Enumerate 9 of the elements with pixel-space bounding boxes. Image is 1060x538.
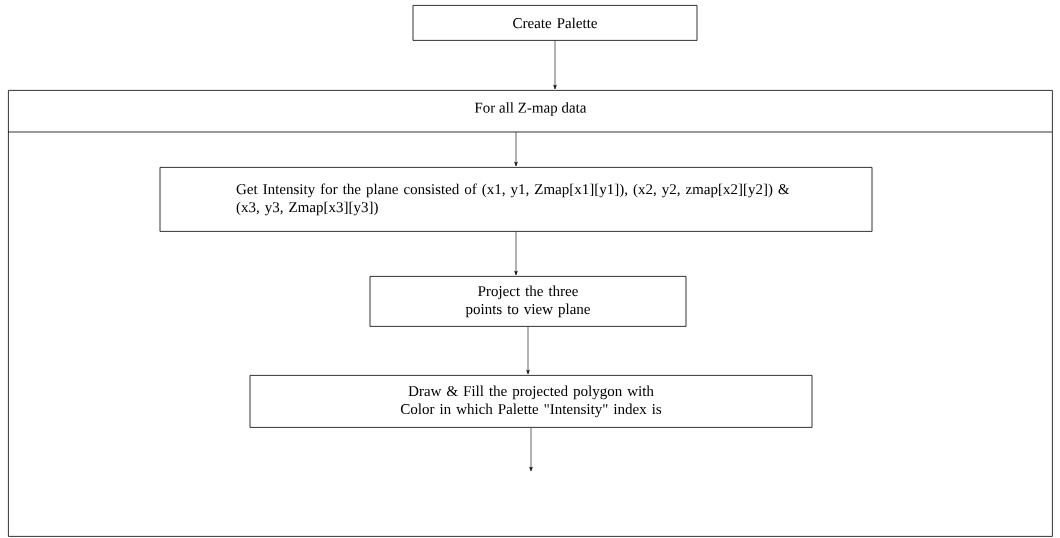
process-box: Draw & Fill the projected polygon with Color in which Palette "Intensity" index is: [249, 375, 813, 428]
process-box: Project the three points to view plane: [369, 276, 687, 327]
process-box: Create Palette: [412, 5, 698, 41]
arrow: [514, 231, 518, 276]
arrow: [553, 40, 557, 90]
process-box: Get Intensity for the plane consisted of (x1, y1, Zmap[x1][y1]), (x2, y2, zmap[x2][y2]) & (x3, y3, Zmap[x3][y3]): [159, 167, 873, 232]
arrow: [526, 326, 530, 375]
arrow: [529, 427, 533, 472]
arrow: [514, 131, 518, 167]
